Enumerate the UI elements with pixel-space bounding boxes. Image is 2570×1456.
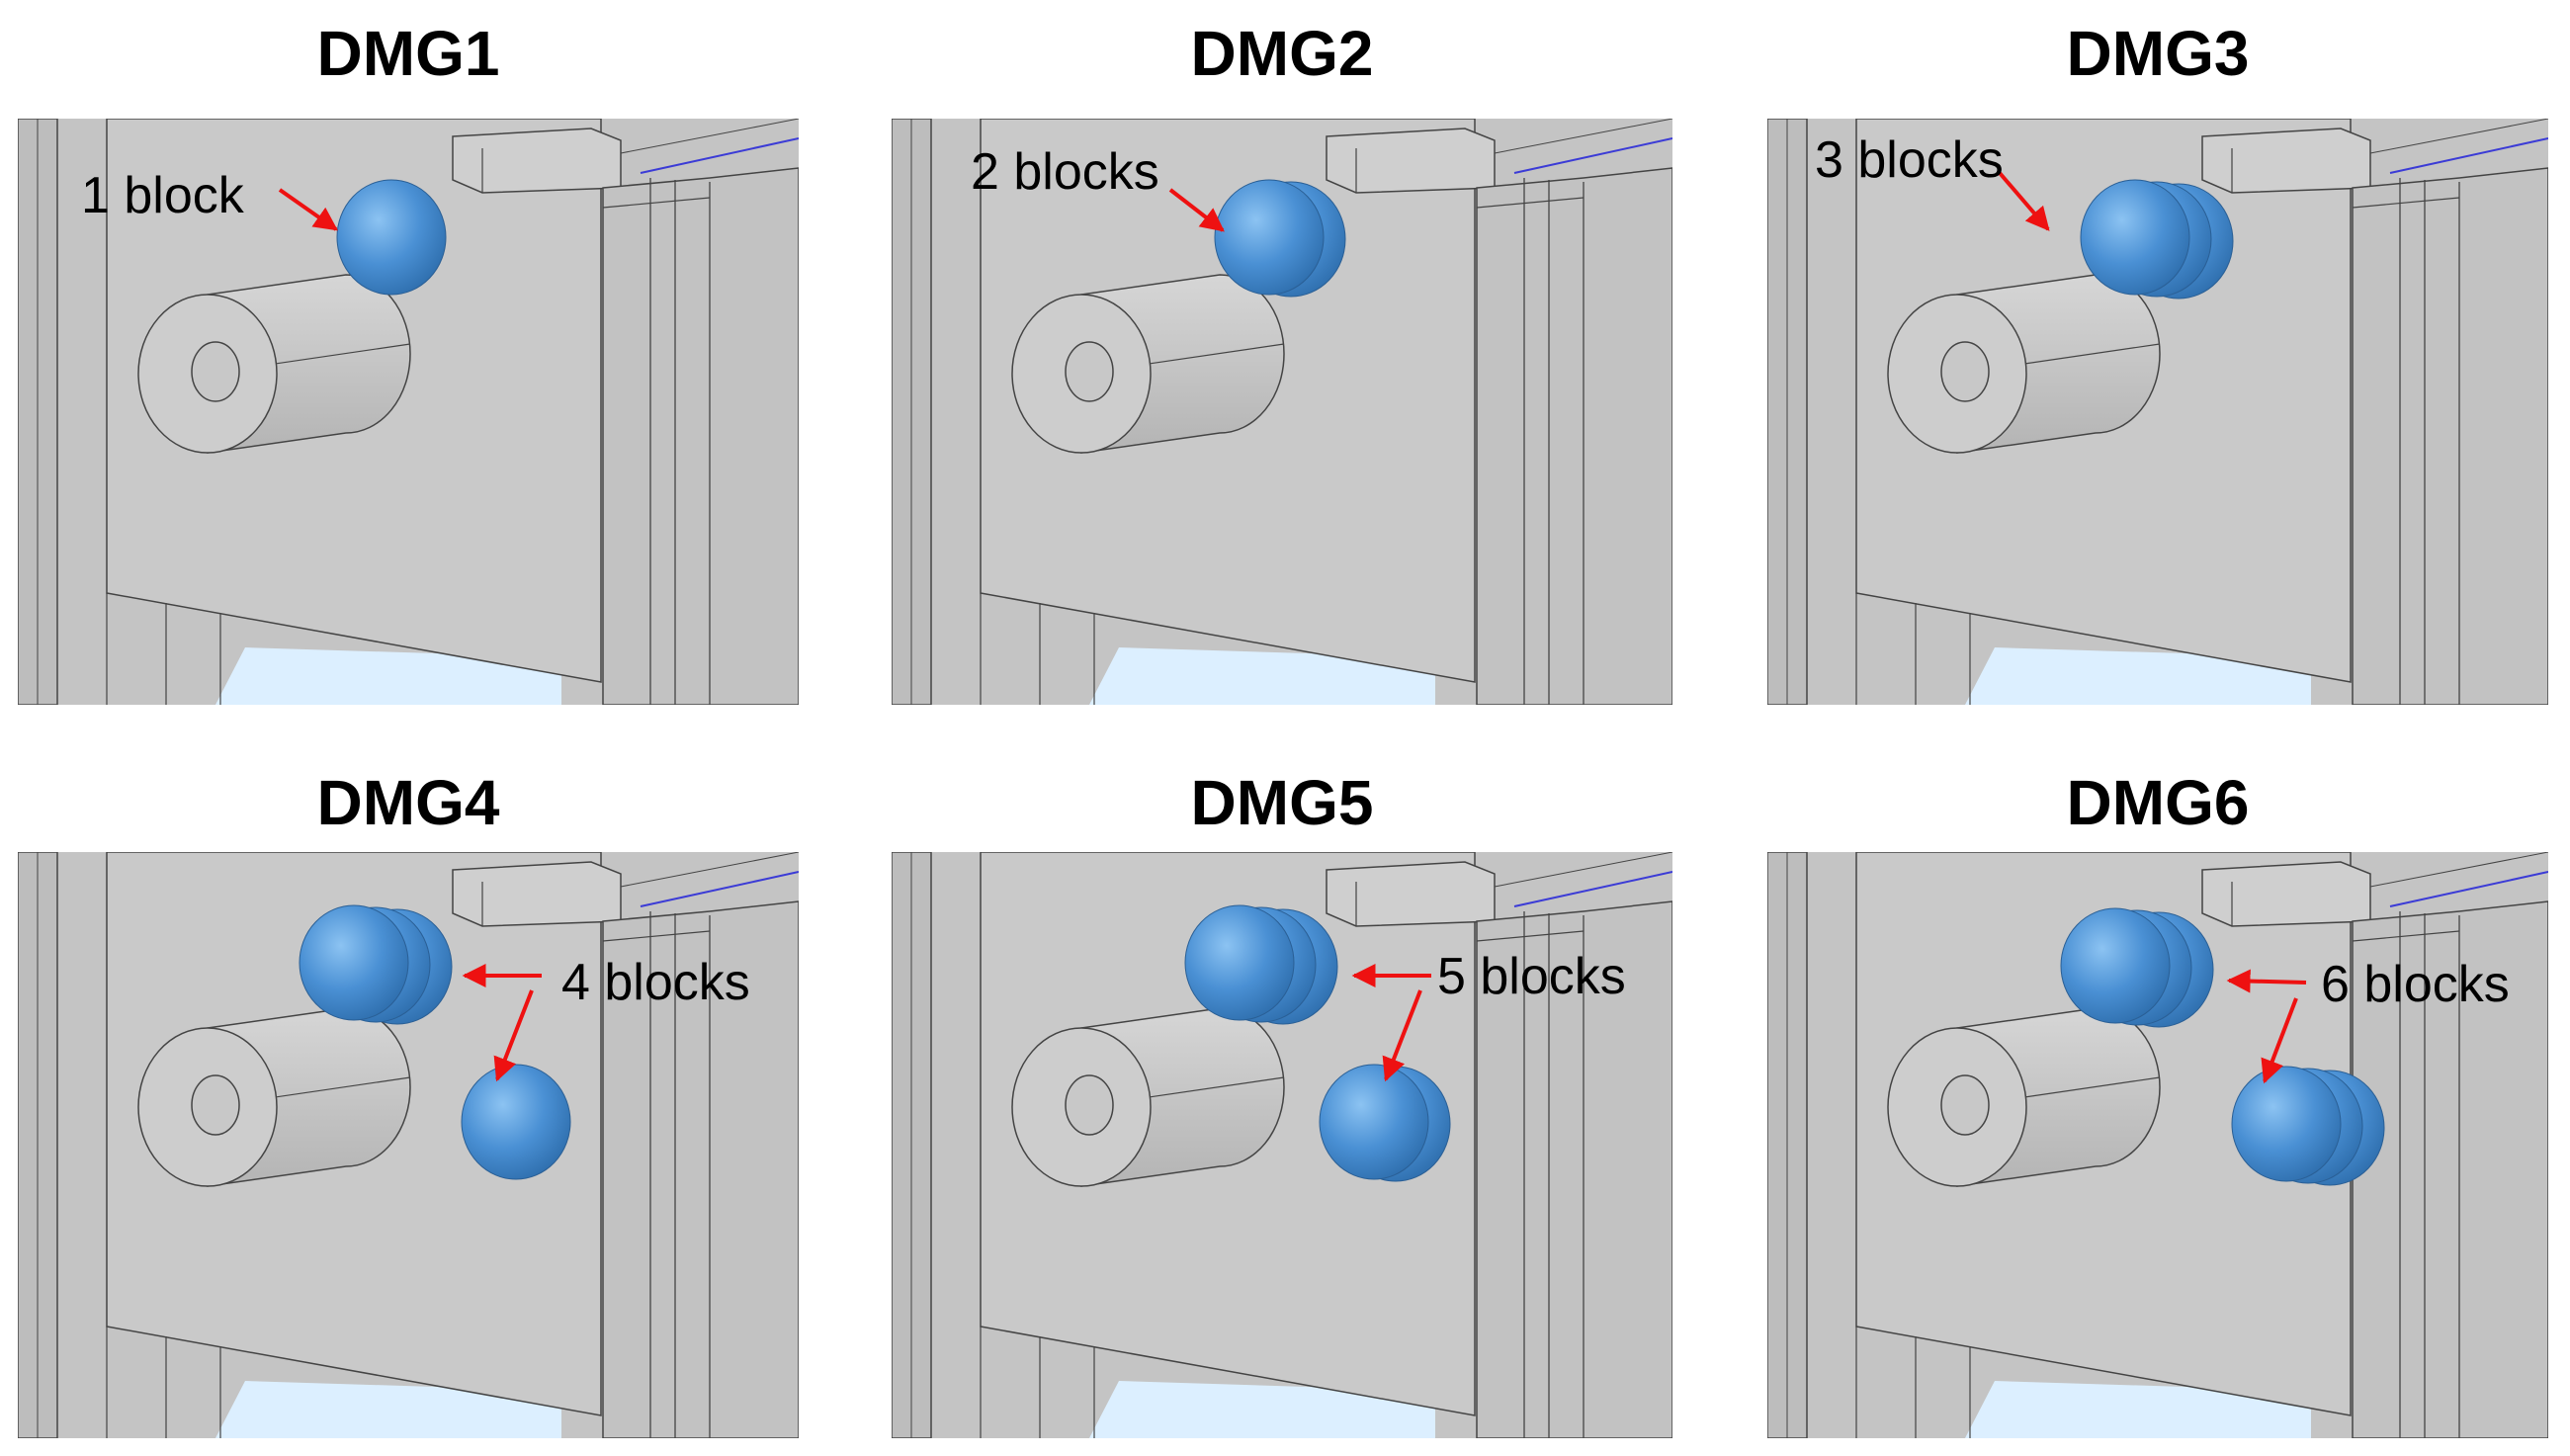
post-top-edge <box>1476 930 1585 942</box>
bushing-hole <box>191 341 240 402</box>
block-label-dmg1: 1 block <box>81 167 244 224</box>
block-label-dmg4: 4 blocks <box>561 954 750 1011</box>
panel-title-dmg1: DMG1 <box>316 18 500 89</box>
panel-dmg5 <box>892 852 1672 1438</box>
block-label-dmg5: 5 blocks <box>1437 948 1626 1005</box>
blue-guide-line <box>1513 137 1672 174</box>
blue-guide-line <box>1513 871 1672 907</box>
blue-guide-line <box>640 137 799 174</box>
post-top-edge <box>602 197 711 209</box>
floor-opening <box>1965 1381 2311 1438</box>
bushing-hole <box>1940 1074 1990 1136</box>
rail-top-line <box>620 852 799 888</box>
top-rail-block <box>452 128 622 194</box>
top-rail-block <box>2201 861 2371 927</box>
block-label-dmg2: 2 blocks <box>971 143 1159 201</box>
upper-block-1 <box>2080 179 2190 296</box>
lower-block-1 <box>461 1064 571 1180</box>
panel-drawing <box>18 119 799 705</box>
blue-guide-line <box>2389 871 2548 907</box>
panel-title-dmg6: DMG6 <box>2066 767 2250 838</box>
top-rail-block <box>1326 128 1496 194</box>
post-top-edge <box>1476 197 1585 209</box>
bushing-hole <box>1065 1074 1114 1136</box>
right-post <box>2352 900 2548 1438</box>
panel-drawing <box>892 119 1672 705</box>
panel-dmg1 <box>18 119 799 705</box>
lower-block-1 <box>1319 1064 1429 1180</box>
right-post <box>2352 167 2548 705</box>
panel-title-dmg2: DMG2 <box>1190 18 1374 89</box>
panel-dmg2 <box>892 119 1672 705</box>
panel-dmg6 <box>1767 852 2548 1438</box>
bushing-hole <box>1940 341 1990 402</box>
rail-top-line <box>1494 119 1672 154</box>
right-post <box>1476 900 1672 1438</box>
panel-title-dmg5: DMG5 <box>1190 767 1374 838</box>
pointer-arrow-2 <box>1382 989 1422 1082</box>
panel-drawing <box>1767 119 2548 705</box>
block-label-dmg6: 6 blocks <box>2321 956 2510 1013</box>
floor-opening <box>1089 647 1435 705</box>
pointer-arrow-2 <box>2261 997 2298 1084</box>
pointer-arrow-1 <box>2226 969 2307 993</box>
upper-block-1 <box>1214 179 1325 296</box>
panel-drawing <box>892 852 1672 1438</box>
floor-opening <box>1965 647 2311 705</box>
rail-top-line <box>1494 852 1672 888</box>
bushing-hole <box>1065 341 1114 402</box>
upper-block-1 <box>2060 907 2171 1024</box>
post-top-edge <box>2352 197 2460 209</box>
rail-top-line <box>2369 119 2548 154</box>
blue-guide-line <box>640 871 799 907</box>
upper-block-1 <box>1184 904 1295 1021</box>
bushing-hole <box>191 1074 240 1136</box>
pointer-arrow-1 <box>1168 188 1225 232</box>
block-label-dmg3: 3 blocks <box>1815 131 2004 189</box>
right-post <box>602 900 799 1438</box>
post-top-edge <box>2352 930 2460 942</box>
panel-dmg3 <box>1767 119 2548 705</box>
pointer-arrow-1 <box>1998 171 2050 231</box>
panel-title-dmg4: DMG4 <box>316 767 500 838</box>
panel-title-dmg3: DMG3 <box>2066 18 2250 89</box>
pointer-arrow-1 <box>278 188 338 231</box>
top-rail-block <box>1326 861 1496 927</box>
top-rail-block <box>2201 128 2371 194</box>
right-post <box>602 167 799 705</box>
panel-drawing <box>1767 852 2548 1438</box>
floor-opening <box>215 1381 561 1438</box>
floor-opening <box>1089 1381 1435 1438</box>
panel-drawing <box>18 852 799 1438</box>
rail-top-line <box>2369 852 2548 888</box>
right-post <box>1476 167 1672 705</box>
lower-block-1 <box>2231 1066 2342 1182</box>
blue-guide-line <box>2389 137 2548 174</box>
upper-block-1 <box>299 904 409 1021</box>
post-top-edge <box>602 930 711 942</box>
upper-block-1 <box>336 179 447 296</box>
rail-top-line <box>620 119 799 154</box>
pointer-arrow-2 <box>493 989 534 1082</box>
panel-dmg4 <box>18 852 799 1438</box>
floor-opening <box>215 647 561 705</box>
top-rail-block <box>452 861 622 927</box>
